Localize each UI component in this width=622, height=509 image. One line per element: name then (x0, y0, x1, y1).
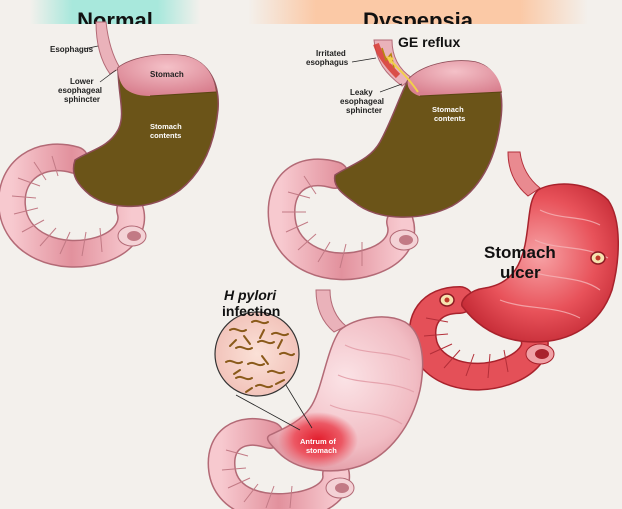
les-label-3: sphincter (64, 95, 100, 104)
stomach-label: Stomach (150, 70, 184, 79)
leaky-label-3: sphincter (346, 106, 382, 115)
pylori-stomach: Antrum of stomach H pylori infection (215, 287, 423, 508)
ulcer-esophagus-shape (508, 152, 540, 196)
esophagus-label: Esophagus (50, 45, 94, 54)
reflux-stomach: GE reflux Irritated esophagus Leaky esop… (282, 34, 502, 268)
les-label-1: Lower (70, 77, 94, 86)
leaky-label-1: Leaky (350, 88, 373, 97)
reflux-contents-label-2: contents (434, 114, 465, 123)
normal-stomach: Esophagus Lower esophageal sphincter Sto… (12, 22, 218, 256)
ulcer-title-1: Stomach (484, 243, 556, 262)
reflux-contents-label-1: Stomach (432, 105, 464, 114)
ge-reflux-title: GE reflux (398, 34, 460, 50)
irritated-label-1: Irritated (316, 49, 346, 58)
pylori-esophagus-shape (316, 290, 346, 332)
leaky-label-2: esophageal (340, 97, 384, 106)
irritated-label-2: esophagus (306, 58, 349, 67)
pylori-title-1: H pylori (224, 287, 277, 303)
normal-contents-label-2: contents (150, 131, 181, 140)
normal-esophagus-shape (96, 22, 120, 74)
ulcer-title-2: ulcer (500, 263, 541, 282)
irritated-pointer (352, 58, 376, 62)
antrum-label-1: Antrum of (300, 437, 336, 446)
pylori-title-2: infection (222, 303, 280, 319)
antrum-label-2: stomach (306, 446, 337, 455)
les-label-2: esophageal (58, 86, 102, 95)
leaky-pointer (380, 84, 402, 92)
normal-contents-label-1: Stomach (150, 122, 182, 131)
